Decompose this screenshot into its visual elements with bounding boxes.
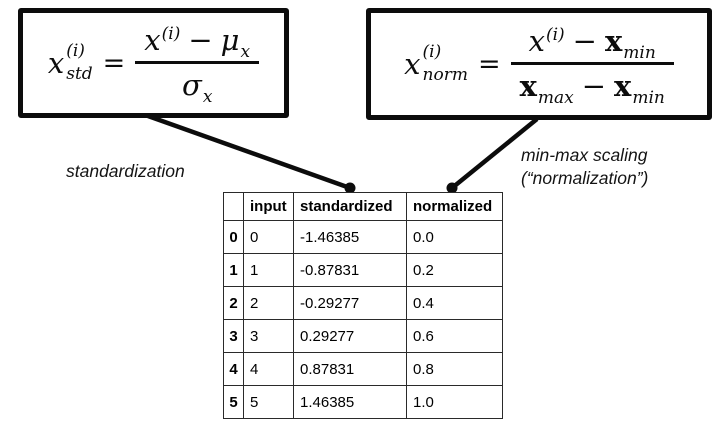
math-var-x-bold: x <box>614 69 632 103</box>
input-cell: 4 <box>243 352 294 386</box>
normalized-cell: 0.0 <box>406 220 503 254</box>
superscript-i: (i) <box>545 25 565 45</box>
table-row: 5 5 1.46385 1.0 <box>223 385 503 419</box>
table-header-row: input standardized normalized <box>223 192 503 221</box>
formula-norm-lhs: x (i) norm <box>404 44 468 84</box>
normalized-cell: 0.6 <box>406 319 503 353</box>
table-row: 4 4 0.87831 0.8 <box>223 352 503 386</box>
minus-sign: − <box>572 24 597 58</box>
input-cell: 3 <box>243 319 294 353</box>
header-standardized: standardized <box>293 192 407 221</box>
header-normalized: normalized <box>406 192 503 221</box>
normalized-cell: 0.4 <box>406 286 503 320</box>
minus-sign: − <box>188 23 213 57</box>
standardized-cell: -0.87831 <box>293 253 407 287</box>
input-cell: 5 <box>243 385 294 419</box>
math-var-x-bold: x <box>519 69 537 103</box>
equals-sign: = <box>477 48 501 80</box>
row-index-cell: 0 <box>223 220 244 254</box>
table-row: 2 2 -0.29277 0.4 <box>223 286 503 320</box>
subscript-min: min <box>632 88 665 108</box>
normalized-cell: 1.0 <box>406 385 503 419</box>
input-cell: 0 <box>243 220 294 254</box>
normalized-cell: 0.2 <box>406 253 503 287</box>
math-var-x: x <box>144 23 161 57</box>
fraction-bar <box>510 62 674 65</box>
header-input: input <box>243 192 294 221</box>
data-table-container: input standardized normalized 0 0 -1.463… <box>223 192 503 419</box>
formula-norm-scripts: (i) norm <box>423 44 468 84</box>
standardized-cell: -1.46385 <box>293 220 407 254</box>
formula-std-scripts: (i) std <box>66 43 92 83</box>
row-index-cell: 5 <box>223 385 244 419</box>
minus-sign: − <box>581 69 607 103</box>
math-var-x: x <box>47 45 65 80</box>
standardized-cell: 0.87831 <box>293 352 407 386</box>
formula-std-lhs: x (i) std <box>48 43 93 83</box>
math-var-x: x <box>528 24 545 58</box>
standardized-cell: 1.46385 <box>293 385 407 419</box>
input-cell: 2 <box>243 286 294 320</box>
standardized-cell: 0.29277 <box>293 319 407 353</box>
math-var-sigma: σ <box>182 68 202 102</box>
superscript-i: (i) <box>422 42 442 62</box>
math-var-mu: μ <box>220 23 240 57</box>
math-var-x: x <box>404 46 421 81</box>
superscript-i: (i) <box>66 41 85 61</box>
input-cell: 1 <box>243 253 294 287</box>
subscript-std: std <box>66 64 93 84</box>
label-standardization: standardization <box>66 161 185 181</box>
header-index <box>223 192 244 221</box>
fraction-bar <box>135 61 260 64</box>
standardized-cell: -0.29277 <box>293 286 407 320</box>
normalized-cell: 0.8 <box>406 352 503 386</box>
math-var-x-bold: x <box>604 24 623 58</box>
equals-sign: = <box>102 47 126 79</box>
data-table: input standardized normalized 0 0 -1.463… <box>223 192 503 419</box>
row-index-cell: 4 <box>223 352 244 386</box>
row-index-cell: 1 <box>223 253 244 287</box>
subscript-x: x <box>202 87 213 107</box>
subscript-min: min <box>623 43 656 63</box>
subscript-max: max <box>537 88 574 108</box>
superscript-i: (i) <box>161 24 181 44</box>
label-min-max-line2: (“normalization”) <box>521 168 649 188</box>
subscript-norm: norm <box>422 65 468 85</box>
row-index-cell: 3 <box>223 319 244 353</box>
table-row: 0 0 -1.46385 0.0 <box>223 220 503 254</box>
label-min-max-scaling: min-max scaling (“normalization”) <box>521 144 648 190</box>
table-row: 1 1 -0.87831 0.2 <box>223 253 503 287</box>
subscript-x: x <box>240 42 251 62</box>
table-row: 3 3 0.29277 0.6 <box>223 319 503 353</box>
row-index-cell: 2 <box>223 286 244 320</box>
label-min-max-line1: min-max scaling <box>521 145 648 165</box>
